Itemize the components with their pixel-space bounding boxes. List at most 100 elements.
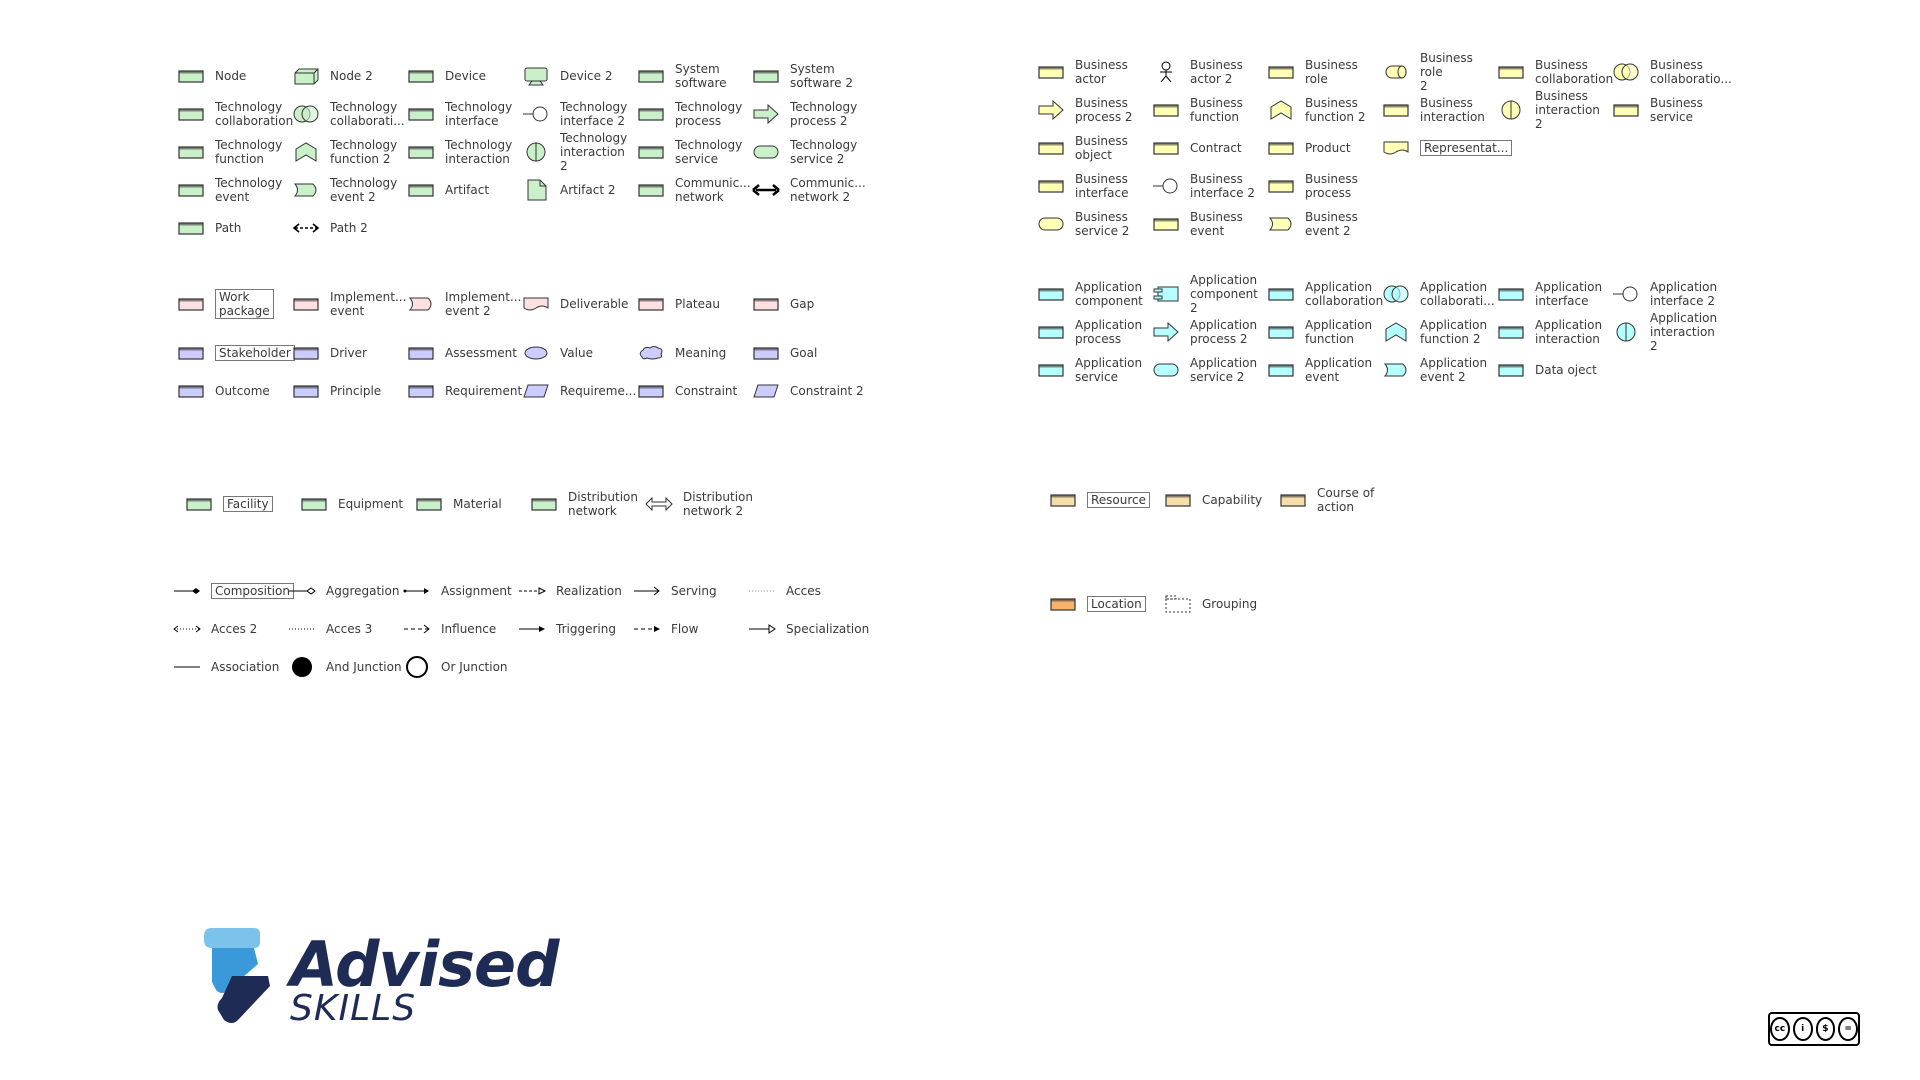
palette-item[interactable]: Business event [1151,207,1266,241]
palette-item[interactable]: Business process [1266,169,1381,203]
palette-item[interactable]: Driver [291,336,406,370]
palette-item[interactable]: Business process 2 [1036,93,1151,127]
palette-item[interactable]: Technology service 2 [751,135,866,169]
palette-item[interactable]: Meaning [636,336,751,370]
palette-item[interactable]: Requireme... [521,374,636,408]
palette-item[interactable]: Business service [1611,93,1726,127]
palette-item[interactable]: Capability [1163,483,1278,517]
palette-item[interactable]: Technology function 2 [291,135,406,169]
palette-item[interactable]: Communic... network 2 [751,173,866,207]
palette-item[interactable]: Business function 2 [1266,93,1381,127]
palette-item[interactable]: Stakeholder [176,336,295,370]
palette-item[interactable]: Business interaction 2 [1496,89,1611,131]
palette-item[interactable]: Implement... event [291,287,406,321]
palette-item[interactable]: Node [176,59,291,93]
palette-item[interactable]: Distribution network [529,487,644,521]
palette-item[interactable]: Specialization [747,612,869,646]
palette-item[interactable]: Application service [1036,353,1151,387]
palette-item[interactable]: Technology interface 2 [521,97,636,131]
palette-item[interactable]: Application function 2 [1381,315,1496,349]
palette-item[interactable]: Business collaboratio... [1611,55,1732,89]
palette-item[interactable]: Communic... network [636,173,751,207]
palette-item[interactable]: Requirement [406,374,522,408]
palette-item[interactable]: Business event 2 [1266,207,1381,241]
palette-item[interactable]: Business interaction [1381,93,1496,127]
palette-item[interactable]: Business actor [1036,55,1151,89]
palette-item[interactable]: Triggering [517,612,632,646]
palette-item[interactable]: Device [406,59,521,93]
palette-item[interactable]: Or Junction [402,650,517,684]
palette-item[interactable]: Work package [176,287,291,321]
palette-item[interactable]: Application event [1266,353,1381,387]
palette-item[interactable]: System software [636,59,751,93]
palette-item[interactable]: Resource [1048,483,1163,517]
palette-item[interactable]: Technology event [176,173,291,207]
palette-item[interactable]: Technology function [176,135,291,169]
palette-item[interactable]: Assessment [406,336,521,370]
palette-item[interactable]: Path [176,211,291,245]
palette-item[interactable]: Technology event 2 [291,173,406,207]
palette-item[interactable]: Application collaborati... [1381,277,1496,311]
palette-item[interactable]: Flow [632,612,747,646]
palette-item[interactable]: Product [1266,131,1381,165]
palette-item[interactable]: Technology collaborati... [291,97,406,131]
palette-item[interactable]: Application process [1036,315,1151,349]
palette-item[interactable]: Material [414,487,529,521]
palette-item[interactable]: Serving [632,574,747,608]
palette-item[interactable]: Equipment [299,487,414,521]
palette-item[interactable]: Technology service [636,135,751,169]
palette-item[interactable]: Technology collaboration [176,97,293,131]
palette-item[interactable]: Outcome [176,374,291,408]
palette-item[interactable]: Artifact 2 [521,173,636,207]
palette-item[interactable]: Association [172,650,287,684]
palette-item[interactable]: Device 2 [521,59,636,93]
palette-item[interactable]: Goal [751,336,866,370]
palette-item[interactable]: Grouping [1163,587,1278,621]
palette-item[interactable]: System software 2 [751,59,866,93]
palette-item[interactable]: Data oject [1496,353,1611,387]
palette-item[interactable]: Artifact [406,173,521,207]
palette-item[interactable]: Technology interface [406,97,521,131]
palette-item[interactable]: Application collaboration [1266,277,1383,311]
palette-item[interactable]: Acces 3 [287,612,402,646]
palette-item[interactable]: Location [1048,587,1163,621]
palette-item[interactable]: Business service 2 [1036,207,1151,241]
palette-item[interactable]: Node 2 [291,59,406,93]
palette-item[interactable]: Application interface [1496,277,1611,311]
palette-item[interactable]: Constraint 2 [751,374,866,408]
palette-item[interactable]: Facility [184,487,299,521]
palette-item[interactable]: Application component 2 [1151,273,1266,315]
palette-item[interactable]: Influence [402,612,517,646]
palette-item[interactable]: Business collaboration [1496,55,1613,89]
palette-item[interactable]: Technology interaction [406,135,521,169]
palette-item[interactable]: Business object [1036,131,1151,165]
palette-item[interactable]: Business function [1151,93,1266,127]
palette-item[interactable]: Constraint [636,374,751,408]
palette-item[interactable]: Application component [1036,277,1151,311]
palette-item[interactable]: Business role 2 [1381,51,1496,93]
palette-item[interactable]: Aggregation [287,574,402,608]
palette-item[interactable]: Realization [517,574,632,608]
palette-item[interactable]: Value [521,336,636,370]
palette-item[interactable]: Application process 2 [1151,315,1266,349]
palette-item[interactable]: Application interaction 2 [1611,311,1726,353]
palette-item[interactable]: Distribution network 2 [644,487,759,521]
palette-item[interactable]: Technology process 2 [751,97,866,131]
palette-item[interactable]: Business actor 2 [1151,55,1266,89]
palette-item[interactable]: Technology process [636,97,751,131]
palette-item[interactable]: Composition [172,574,294,608]
palette-item[interactable]: Acces [747,574,862,608]
palette-item[interactable]: Plateau [636,287,751,321]
palette-item[interactable]: Application interface 2 [1611,277,1726,311]
palette-item[interactable]: Implement... event 2 [406,287,521,321]
palette-item[interactable]: Assignment [402,574,517,608]
palette-item[interactable]: Business role [1266,55,1381,89]
palette-item[interactable]: Contract [1151,131,1266,165]
palette-item[interactable]: Application function [1266,315,1381,349]
palette-item[interactable]: Application service 2 [1151,353,1266,387]
palette-item[interactable]: Technology interaction 2 [521,131,636,173]
palette-item[interactable]: Gap [751,287,866,321]
palette-item[interactable]: And Junction [287,650,402,684]
palette-item[interactable]: Application event 2 [1381,353,1496,387]
palette-item[interactable]: Application interaction [1496,315,1611,349]
